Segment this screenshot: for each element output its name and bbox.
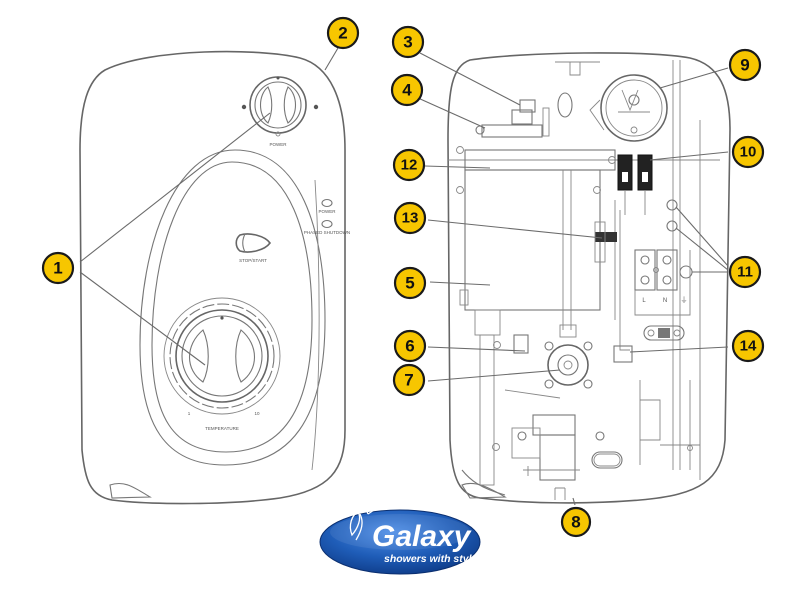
callout-4: 4 <box>390 73 424 107</box>
front-oval-outer <box>139 149 326 466</box>
stop-start-button[interactable]: STOP/START <box>235 233 271 263</box>
callout-9: 9 <box>728 48 762 82</box>
leader-lines <box>79 47 729 506</box>
svg-text:11: 11 <box>737 264 753 281</box>
keyhole-slot <box>557 92 573 118</box>
power-knob-label: POWER <box>269 142 287 147</box>
front-cover-outline <box>79 50 346 505</box>
callout-5: 5 <box>393 266 427 300</box>
callout-1: 1 <box>41 251 75 285</box>
callout-12: 12 <box>392 148 426 182</box>
svg-text:6: 6 <box>405 337 414 356</box>
indicator-phased-shutdown-label: PHASED SHUTDOWN <box>304 230 350 235</box>
front-oval-inner <box>151 161 313 453</box>
front-oval-line <box>311 179 320 471</box>
logo-tagline: showers with style <box>384 553 478 565</box>
temperature-knob[interactable]: 1 10 TEMPERATURE <box>163 297 281 431</box>
solenoid-valve <box>544 324 593 389</box>
terminal-earth-label: ⏚ <box>681 296 688 304</box>
front-cover-foot <box>109 482 152 499</box>
callout-13: 13 <box>393 201 427 235</box>
callout-11: 11 <box>728 255 762 289</box>
cable-clamp <box>643 325 685 341</box>
terminal-live-label: L <box>642 298 646 304</box>
front-cover: POWER POWER PHASED SHUTDOWN STOP/START 1… <box>79 50 350 505</box>
callout-8: 8 <box>560 506 592 538</box>
callout-14: 14 <box>731 329 765 363</box>
svg-text:10: 10 <box>740 144 757 161</box>
temperature-label: TEMPERATURE <box>205 426 239 431</box>
callout-7: 7 <box>392 363 426 397</box>
svg-text:7: 7 <box>404 371 413 390</box>
power-knob[interactable]: POWER <box>241 76 319 148</box>
microswitch-assembly <box>589 74 668 142</box>
backplate-foot <box>461 482 507 499</box>
logo-brand: Galaxy <box>372 520 472 553</box>
indicator-power-label: POWER <box>318 209 336 214</box>
callout-3: 3 <box>391 25 425 59</box>
svg-text:13: 13 <box>402 210 419 227</box>
temp-scale-min: 1 <box>188 411 191 416</box>
heater-can <box>464 169 601 311</box>
svg-text:12: 12 <box>401 157 418 174</box>
svg-text:5: 5 <box>405 274 414 293</box>
svg-text:2: 2 <box>338 24 347 43</box>
svg-text:1: 1 <box>53 259 62 278</box>
svg-text:9: 9 <box>740 56 749 75</box>
drain-slot <box>591 451 623 469</box>
galaxy-logo: Galaxy showers with style <box>319 504 481 575</box>
flow-pipe-joint <box>613 345 633 363</box>
callout-2: 2 <box>326 16 360 50</box>
internal-view: L N ⏚ <box>447 52 731 504</box>
terminal-block: L N ⏚ <box>634 249 693 316</box>
svg-text:14: 14 <box>740 338 757 355</box>
thermal-cutout <box>595 232 617 242</box>
terminal-neutral-label: N <box>663 298 667 304</box>
svg-text:8: 8 <box>571 513 580 532</box>
indicator-lights: POWER PHASED SHUTDOWN <box>304 198 350 235</box>
solenoid-connector <box>513 334 529 354</box>
svg-text:3: 3 <box>403 33 412 52</box>
stop-start-label: STOP/START <box>239 258 267 263</box>
shower-figure-icon <box>349 504 375 541</box>
outlet-assembly <box>511 414 605 481</box>
backplate-outline <box>447 52 731 504</box>
temp-scale-max: 10 <box>254 411 260 416</box>
svg-text:4: 4 <box>402 81 412 100</box>
callout-6: 6 <box>393 329 427 363</box>
callout-10: 10 <box>731 135 765 169</box>
pressure-relief-device <box>475 99 550 138</box>
